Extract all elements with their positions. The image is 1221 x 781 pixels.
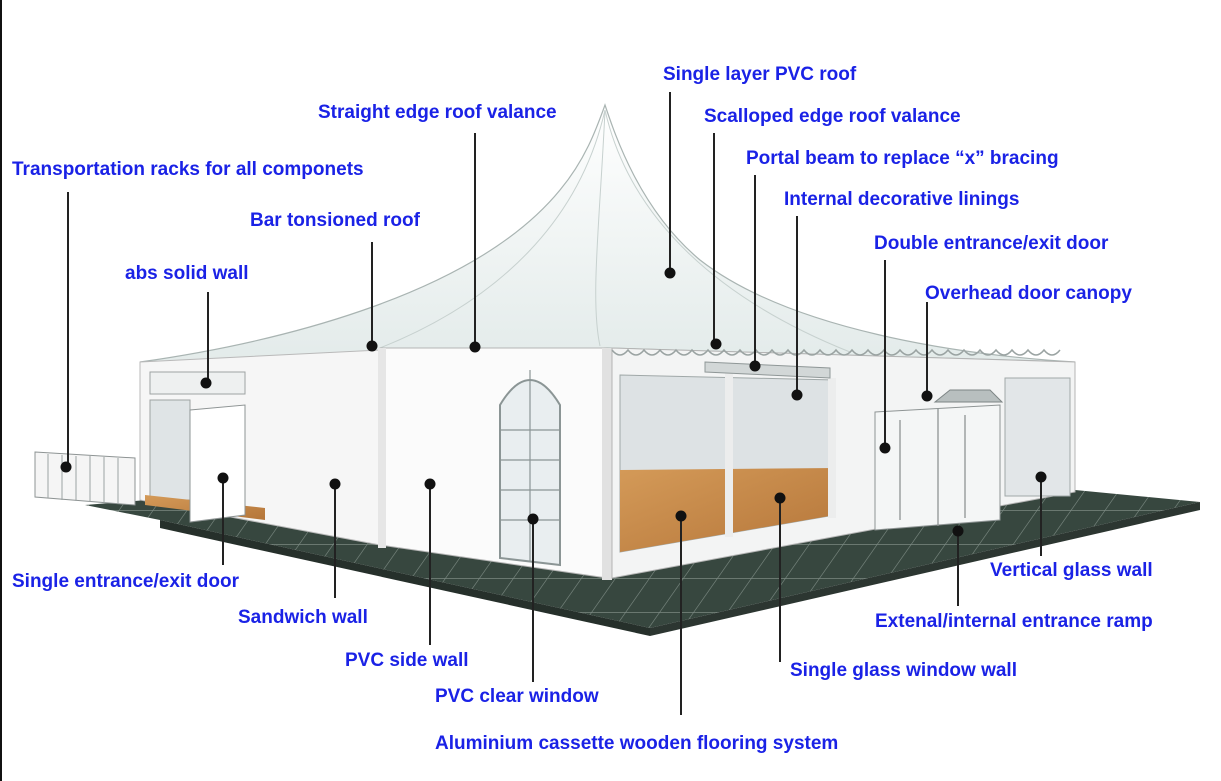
dot-single-door xyxy=(217,472,229,484)
transport-rack xyxy=(34,451,136,506)
dot-double-door xyxy=(879,442,891,454)
frame-edge xyxy=(0,0,2,781)
transport-rack-bars xyxy=(47,454,119,504)
label-single-glass-window-wall: Single glass window wall xyxy=(790,660,1017,681)
left-abs-windows xyxy=(149,371,246,395)
glass-mullion-1 xyxy=(725,372,733,537)
arched-window-grid xyxy=(500,370,560,562)
label-portal-beam: Portal beam to replace “x” bracing xyxy=(746,148,1059,169)
scalloped-valance xyxy=(611,348,1061,356)
dot-bar-roof xyxy=(366,340,378,352)
label-entrance-ramp: Extenal/internal entrance ramp xyxy=(875,611,1153,632)
label-double-entrance-exit-door: Double entrance/exit door xyxy=(874,233,1109,254)
label-transportation-racks: Transportation racks for all componets xyxy=(12,159,364,180)
dot-ramp xyxy=(952,525,964,537)
dot-clear-window xyxy=(527,513,539,525)
label-bar-tensioned-roof: Bar tonsioned roof xyxy=(250,210,420,231)
dot-abs-wall xyxy=(200,377,212,389)
label-abs-solid-wall: abs solid wall xyxy=(125,263,249,284)
front-corner-post xyxy=(602,348,612,580)
roof-seam-a xyxy=(379,109,606,349)
label-single-entrance-exit-door: Single entrance/exit door xyxy=(12,571,239,592)
dot-flooring xyxy=(675,510,687,522)
front-wall xyxy=(379,347,608,579)
dot-scalloped xyxy=(710,338,722,350)
roof-canopy xyxy=(139,103,1076,363)
label-sandwich-wall: Sandwich wall xyxy=(238,607,368,628)
dot-linings xyxy=(791,389,803,401)
roof-seam-b xyxy=(604,109,851,353)
label-straight-edge-roof-valance: Straight edge roof valance xyxy=(318,102,557,123)
dot-racks xyxy=(60,461,72,473)
dot-sandwich xyxy=(329,478,341,490)
glass-mullion-2 xyxy=(828,378,836,518)
vertical-glass-wall xyxy=(1004,377,1071,497)
label-overhead-door-canopy: Overhead door canopy xyxy=(925,283,1132,304)
dot-vertical-glass xyxy=(1035,471,1047,483)
front-wall-post xyxy=(378,348,386,548)
dot-pvc-side xyxy=(424,478,436,490)
dot-canopy xyxy=(921,390,933,402)
floor-right-edge xyxy=(650,502,1200,636)
double-door-frames xyxy=(899,408,966,526)
dot-pvc-roof xyxy=(664,267,676,279)
left-glass-panel xyxy=(149,399,191,501)
dot-portal-beam xyxy=(749,360,761,372)
leader-lines xyxy=(67,92,1042,715)
label-vertical-glass-wall: Vertical glass wall xyxy=(990,560,1153,581)
dot-straight-valance xyxy=(469,341,481,353)
door-canopy xyxy=(933,389,1004,403)
single-door xyxy=(189,404,246,523)
label-pvc-side-wall: PVC side wall xyxy=(345,650,469,671)
roof-seam-c xyxy=(595,109,606,347)
leader-dots xyxy=(60,267,1047,537)
label-single-layer-pvc-roof: Single layer PVC roof xyxy=(663,64,857,85)
label-scalloped-edge-roof-valance: Scalloped edge roof valance xyxy=(704,106,961,127)
dot-glass-window xyxy=(774,492,786,504)
label-internal-decorative-linings: Internal decorative linings xyxy=(784,189,1020,210)
label-aluminium-flooring: Aluminium cassette wooden flooring syste… xyxy=(435,733,839,754)
portal-beam xyxy=(704,361,831,379)
floor-front-edge xyxy=(160,520,650,636)
label-pvc-clear-window: PVC clear window xyxy=(435,686,599,707)
